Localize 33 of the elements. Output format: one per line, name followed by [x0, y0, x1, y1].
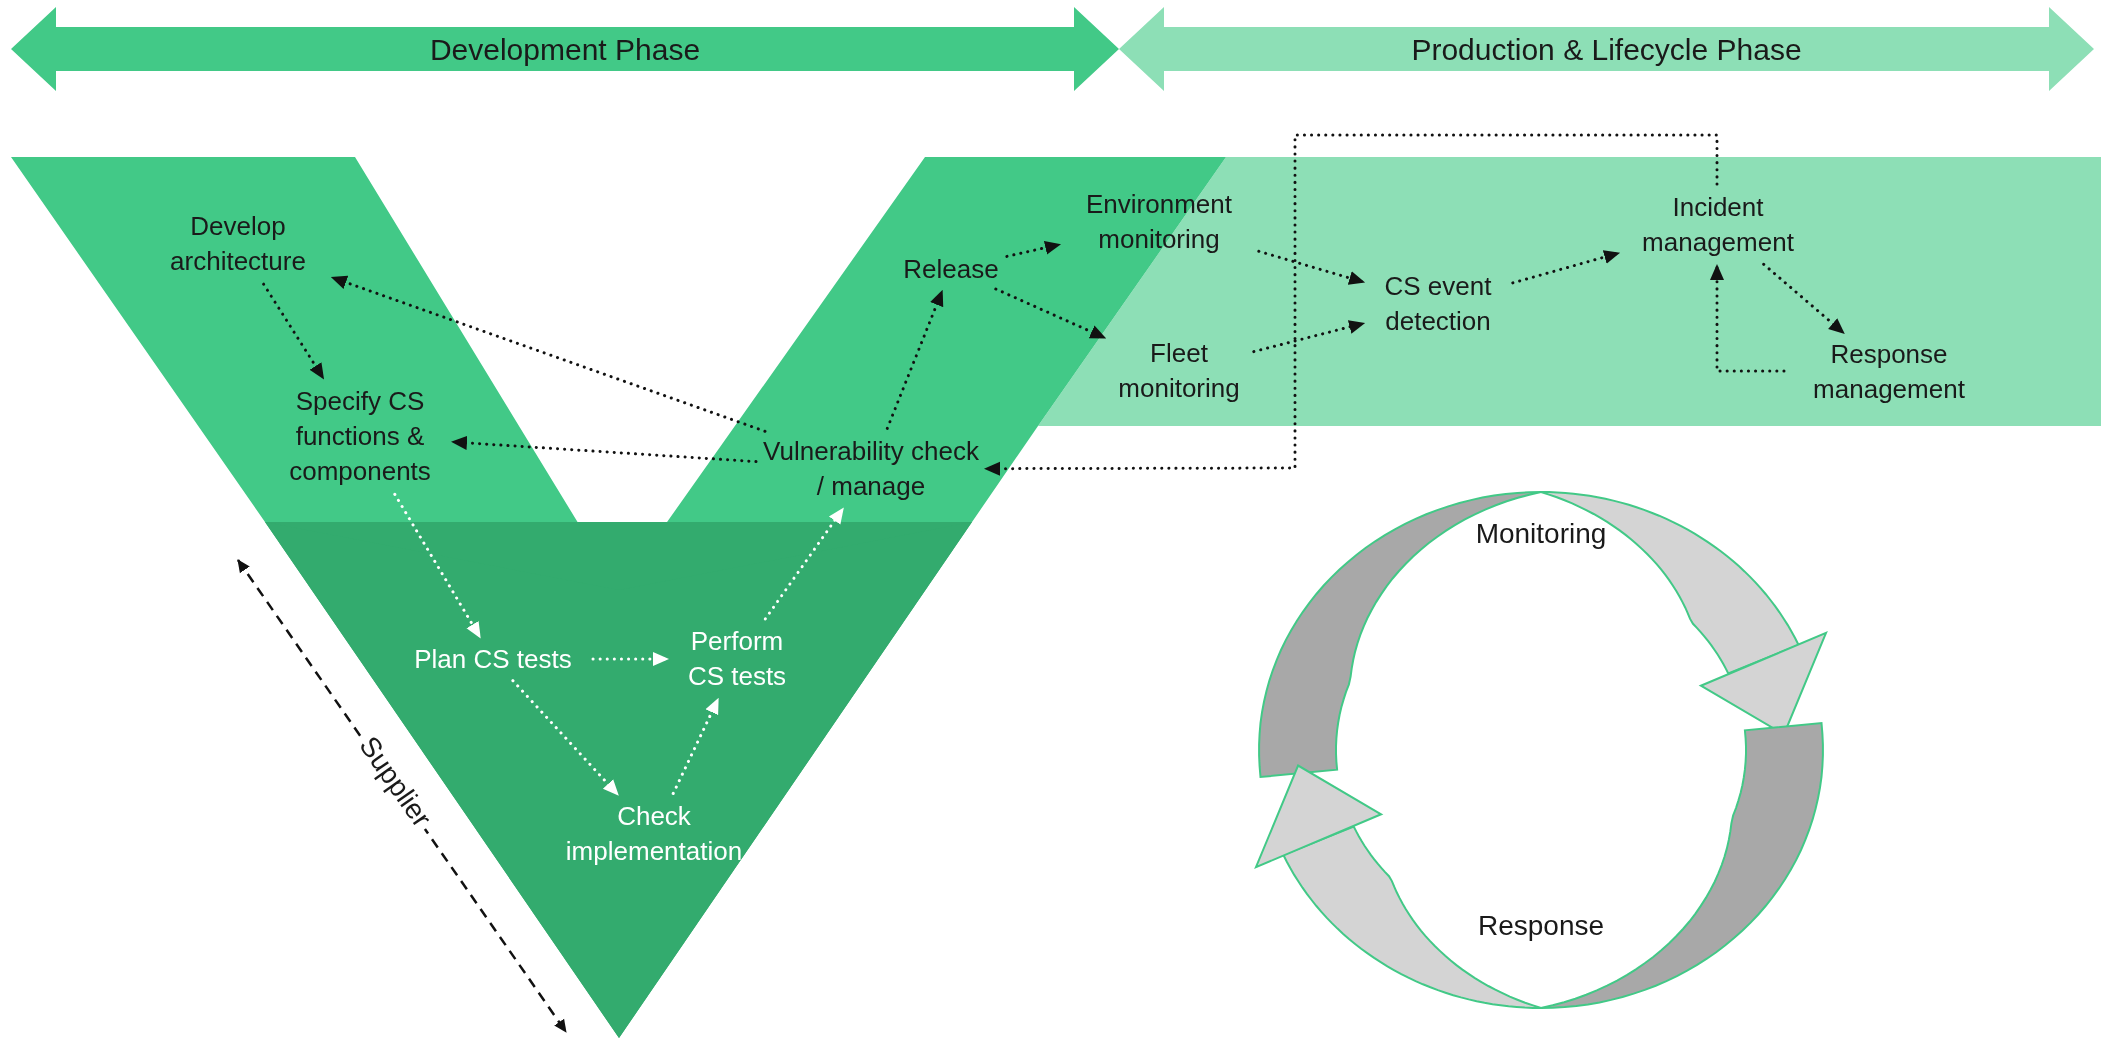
dotted-arrow: [330, 275, 767, 433]
step-label: Vulnerability check / manage: [761, 433, 981, 505]
dotted-arrow: [393, 492, 482, 639]
dotted-arrow: [1762, 262, 1845, 335]
dotted-arrow: [591, 652, 669, 666]
dotted-arrow: [1252, 320, 1366, 354]
dotted-arrow: [994, 287, 1107, 340]
dotted-arrow: [1005, 240, 1062, 258]
step-label: Specify CS functions & components: [272, 382, 448, 490]
dotted-arrow: [1511, 250, 1621, 285]
dotted-arrow: [671, 697, 720, 795]
phase-label: Production & Lifecycle Phase: [1411, 31, 1802, 67]
dotted-arrow: [885, 289, 944, 430]
phase-label: Development Phase: [429, 31, 701, 67]
step-label: CS event detection: [1368, 268, 1508, 340]
step-label: Plan CS tests: [398, 641, 588, 677]
step-label: Environment monitoring: [1064, 186, 1254, 258]
dotted-arrow: [262, 282, 325, 380]
step-label: Fleet monitoring: [1109, 335, 1249, 407]
step-label: Incident management: [1623, 189, 1813, 261]
step-label: Develop architecture: [148, 208, 328, 280]
step-label: Perform CS tests: [672, 623, 802, 695]
cycle-label: Response: [1477, 910, 1605, 942]
dotted-arrow: [451, 435, 758, 464]
dotted-arrow: [511, 679, 619, 796]
cycle-label: Monitoring: [1475, 518, 1607, 550]
dotted-arrow: [984, 133, 1719, 476]
dotted-arrow: [763, 507, 845, 621]
step-label: Check implementation: [554, 798, 754, 870]
step-label: Response management: [1789, 336, 1989, 408]
step-label: Release: [900, 251, 1002, 287]
dotted-arrow: [1257, 249, 1366, 285]
dotted-arrow: [1710, 264, 1786, 373]
